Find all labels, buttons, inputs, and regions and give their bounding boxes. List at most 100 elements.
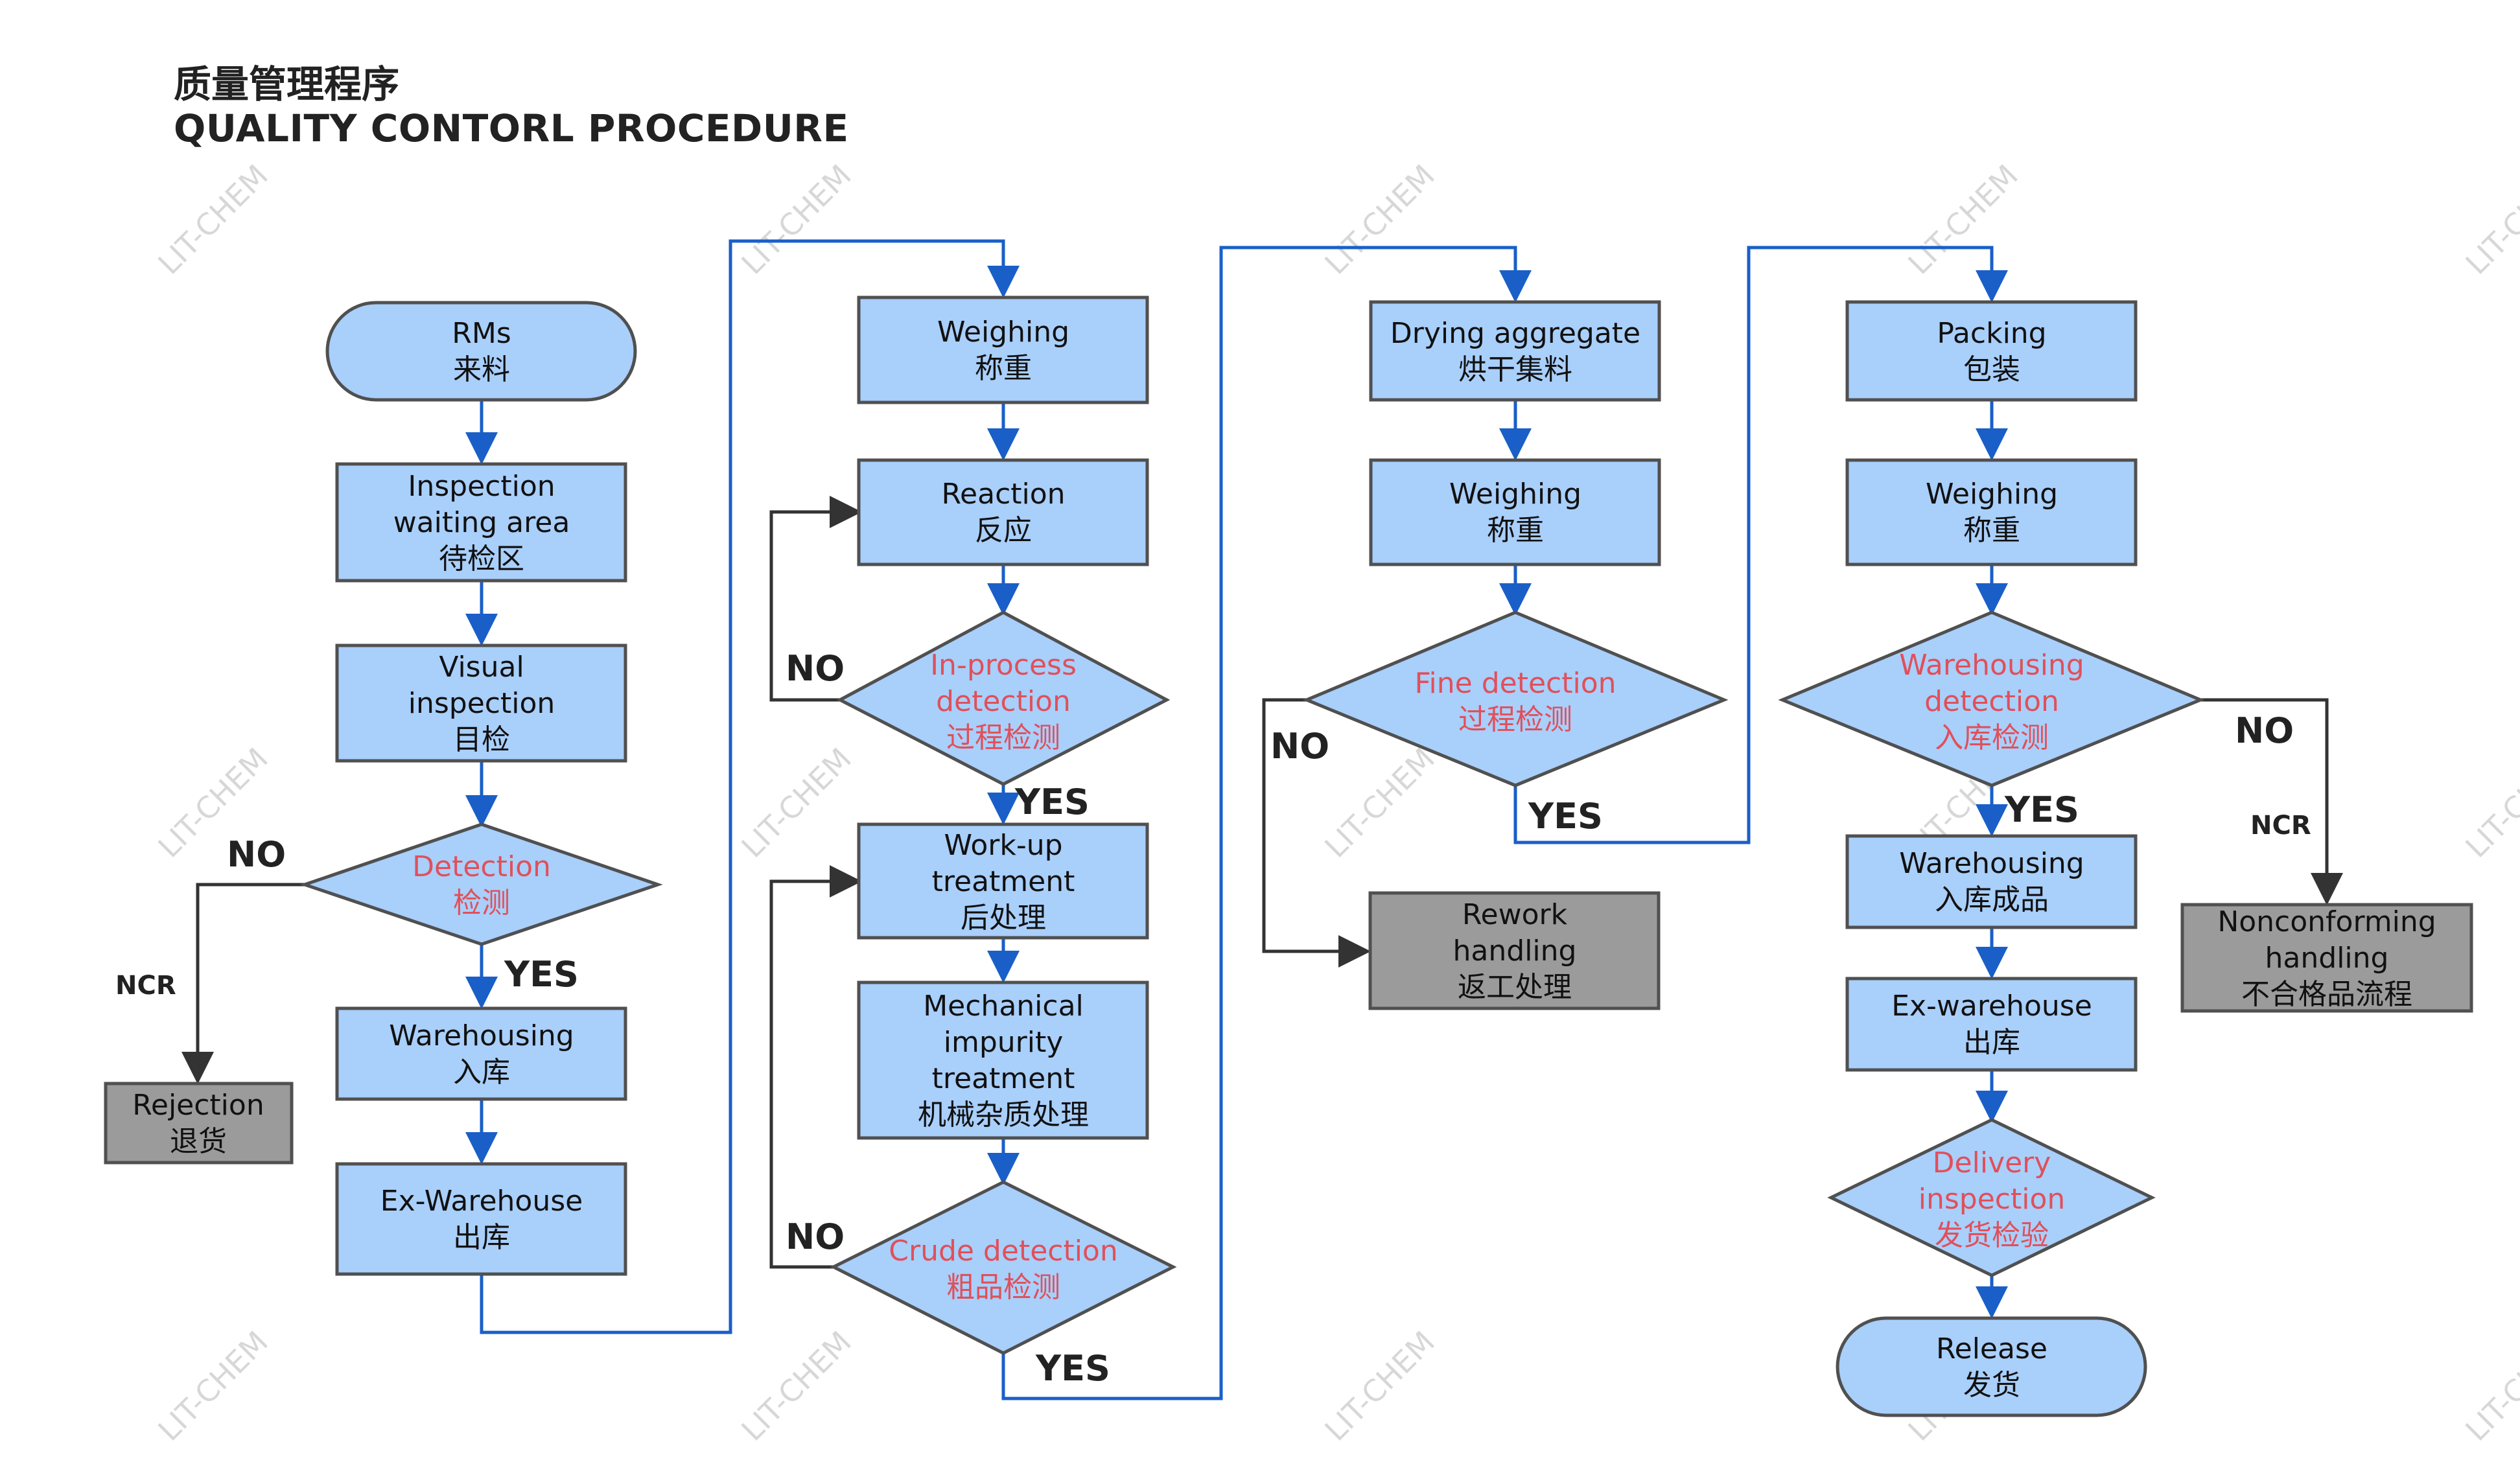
node-rms bbox=[325, 301, 637, 402]
label-line: 称重 bbox=[1963, 514, 2020, 547]
watermark-text: LIT-CHEM bbox=[735, 158, 858, 281]
edge-col1-to-col2 bbox=[480, 239, 1020, 1334]
label-line: Warehousing bbox=[389, 1019, 574, 1052]
label-line: 来料 bbox=[453, 353, 510, 386]
watermark-text: LIT-CHEM bbox=[735, 741, 858, 864]
node-mechanical-impurity-treatment bbox=[857, 980, 1149, 1140]
label-line: Delivery bbox=[1933, 1146, 2051, 1179]
node-weighing-2 bbox=[1369, 458, 1661, 566]
node-warehousing-detection bbox=[1778, 610, 2205, 787]
label-line: detection bbox=[936, 685, 1071, 718]
node-weighing-3 bbox=[1845, 458, 2138, 566]
watermark-text: LIT-CHEM bbox=[2459, 1325, 2520, 1448]
label-line: Weighing bbox=[937, 316, 1069, 349]
label-line: 目检 bbox=[453, 723, 510, 756]
label-line: 入库成品 bbox=[1935, 883, 2049, 916]
label-line: Inspection bbox=[408, 470, 555, 503]
label-line: 粗品检测 bbox=[946, 1271, 1060, 1304]
label-line: 称重 bbox=[1487, 514, 1544, 547]
edge-detection-rejection bbox=[181, 883, 305, 1084]
edge-inprocess-no-loop bbox=[769, 496, 862, 702]
label-line: Warehousing bbox=[1899, 847, 2084, 880]
label-line: 出库 bbox=[453, 1221, 510, 1254]
node-crude-detection bbox=[830, 1180, 1177, 1355]
label-line: waiting area bbox=[393, 506, 570, 539]
label-line: Ex-Warehouse bbox=[380, 1185, 583, 1218]
edge-col2-to-col3 bbox=[1001, 246, 1532, 1400]
flag-no-detection: NO bbox=[227, 834, 286, 875]
label-line: 过程检测 bbox=[1458, 703, 1572, 736]
edge-crude-no-loop bbox=[769, 865, 862, 1269]
flag-ncr-nonconforming: NCR bbox=[2250, 811, 2311, 841]
node-warehousing-2 bbox=[1845, 834, 2138, 929]
label-line: Release bbox=[1936, 1332, 2048, 1365]
label-line: 退货 bbox=[170, 1125, 227, 1158]
node-ex-warehouse-1 bbox=[335, 1162, 627, 1276]
label-line: Rejection bbox=[132, 1089, 264, 1122]
label-line: Reaction bbox=[941, 478, 1065, 511]
edge-col3-to-col4 bbox=[1513, 246, 2008, 844]
label-line: Ex-warehouse bbox=[1891, 990, 2092, 1023]
label-line: handling bbox=[1453, 934, 1577, 968]
label-line: Nonconforming bbox=[2217, 905, 2436, 938]
label-line: Weighing bbox=[1449, 478, 1581, 511]
label-line: 不合格品流程 bbox=[2241, 978, 2412, 1011]
label-line: 待检区 bbox=[439, 542, 524, 575]
node-drying-aggregate bbox=[1369, 300, 1661, 402]
node-ex-warehouse-2 bbox=[1845, 977, 2138, 1072]
label-line: Work-up bbox=[944, 829, 1062, 862]
label-line: 烘干集料 bbox=[1458, 353, 1572, 386]
watermark-text: LIT-CHEM bbox=[1318, 1325, 1441, 1448]
flag-yes-crude: YES bbox=[1035, 1348, 1110, 1389]
label-line: 出库 bbox=[1963, 1026, 2020, 1059]
edge-warehousingdetection-nonconforming bbox=[2200, 698, 2343, 905]
flag-yes-detection: YES bbox=[504, 954, 579, 995]
flag-no-fine: NO bbox=[1270, 726, 1329, 767]
label-line: 称重 bbox=[975, 352, 1032, 385]
label-line: Fine detection bbox=[1414, 667, 1616, 700]
label-line: Crude detection bbox=[889, 1235, 1117, 1268]
label-line: Packing bbox=[1937, 317, 2046, 350]
label-line: detection bbox=[1924, 685, 2059, 718]
node-rejection bbox=[104, 1082, 294, 1165]
watermark-text: LIT-CHEM bbox=[152, 158, 275, 281]
label-line: Drying aggregate bbox=[1390, 317, 1640, 350]
watermark-text: LIT-CHEM bbox=[735, 1325, 858, 1448]
label-line: Visual bbox=[439, 651, 524, 684]
label-line: Warehousing bbox=[1899, 649, 2084, 682]
node-rework-handling bbox=[1368, 891, 1661, 1010]
flag-no-warehousing: NO bbox=[2235, 710, 2294, 751]
label-line: 返工处理 bbox=[1458, 971, 1572, 1004]
watermark-text: LIT-CHEM bbox=[2459, 158, 2520, 281]
node-fine-detection bbox=[1302, 610, 1729, 787]
label-line: 包装 bbox=[1963, 353, 2020, 386]
node-in-process-detection bbox=[836, 610, 1171, 786]
flag-yes-warehousing: YES bbox=[2004, 789, 2079, 830]
node-weighing-1 bbox=[857, 296, 1149, 404]
label-line: 后处理 bbox=[961, 901, 1046, 934]
title-english: QUALITY CONTORL PROCEDURE bbox=[174, 106, 849, 151]
title-chinese: 质量管理程序 bbox=[174, 62, 400, 106]
label-line: Mechanical bbox=[923, 990, 1084, 1023]
label-line: treatment bbox=[932, 865, 1075, 898]
flag-yes-in-process: YES bbox=[1014, 782, 1090, 822]
